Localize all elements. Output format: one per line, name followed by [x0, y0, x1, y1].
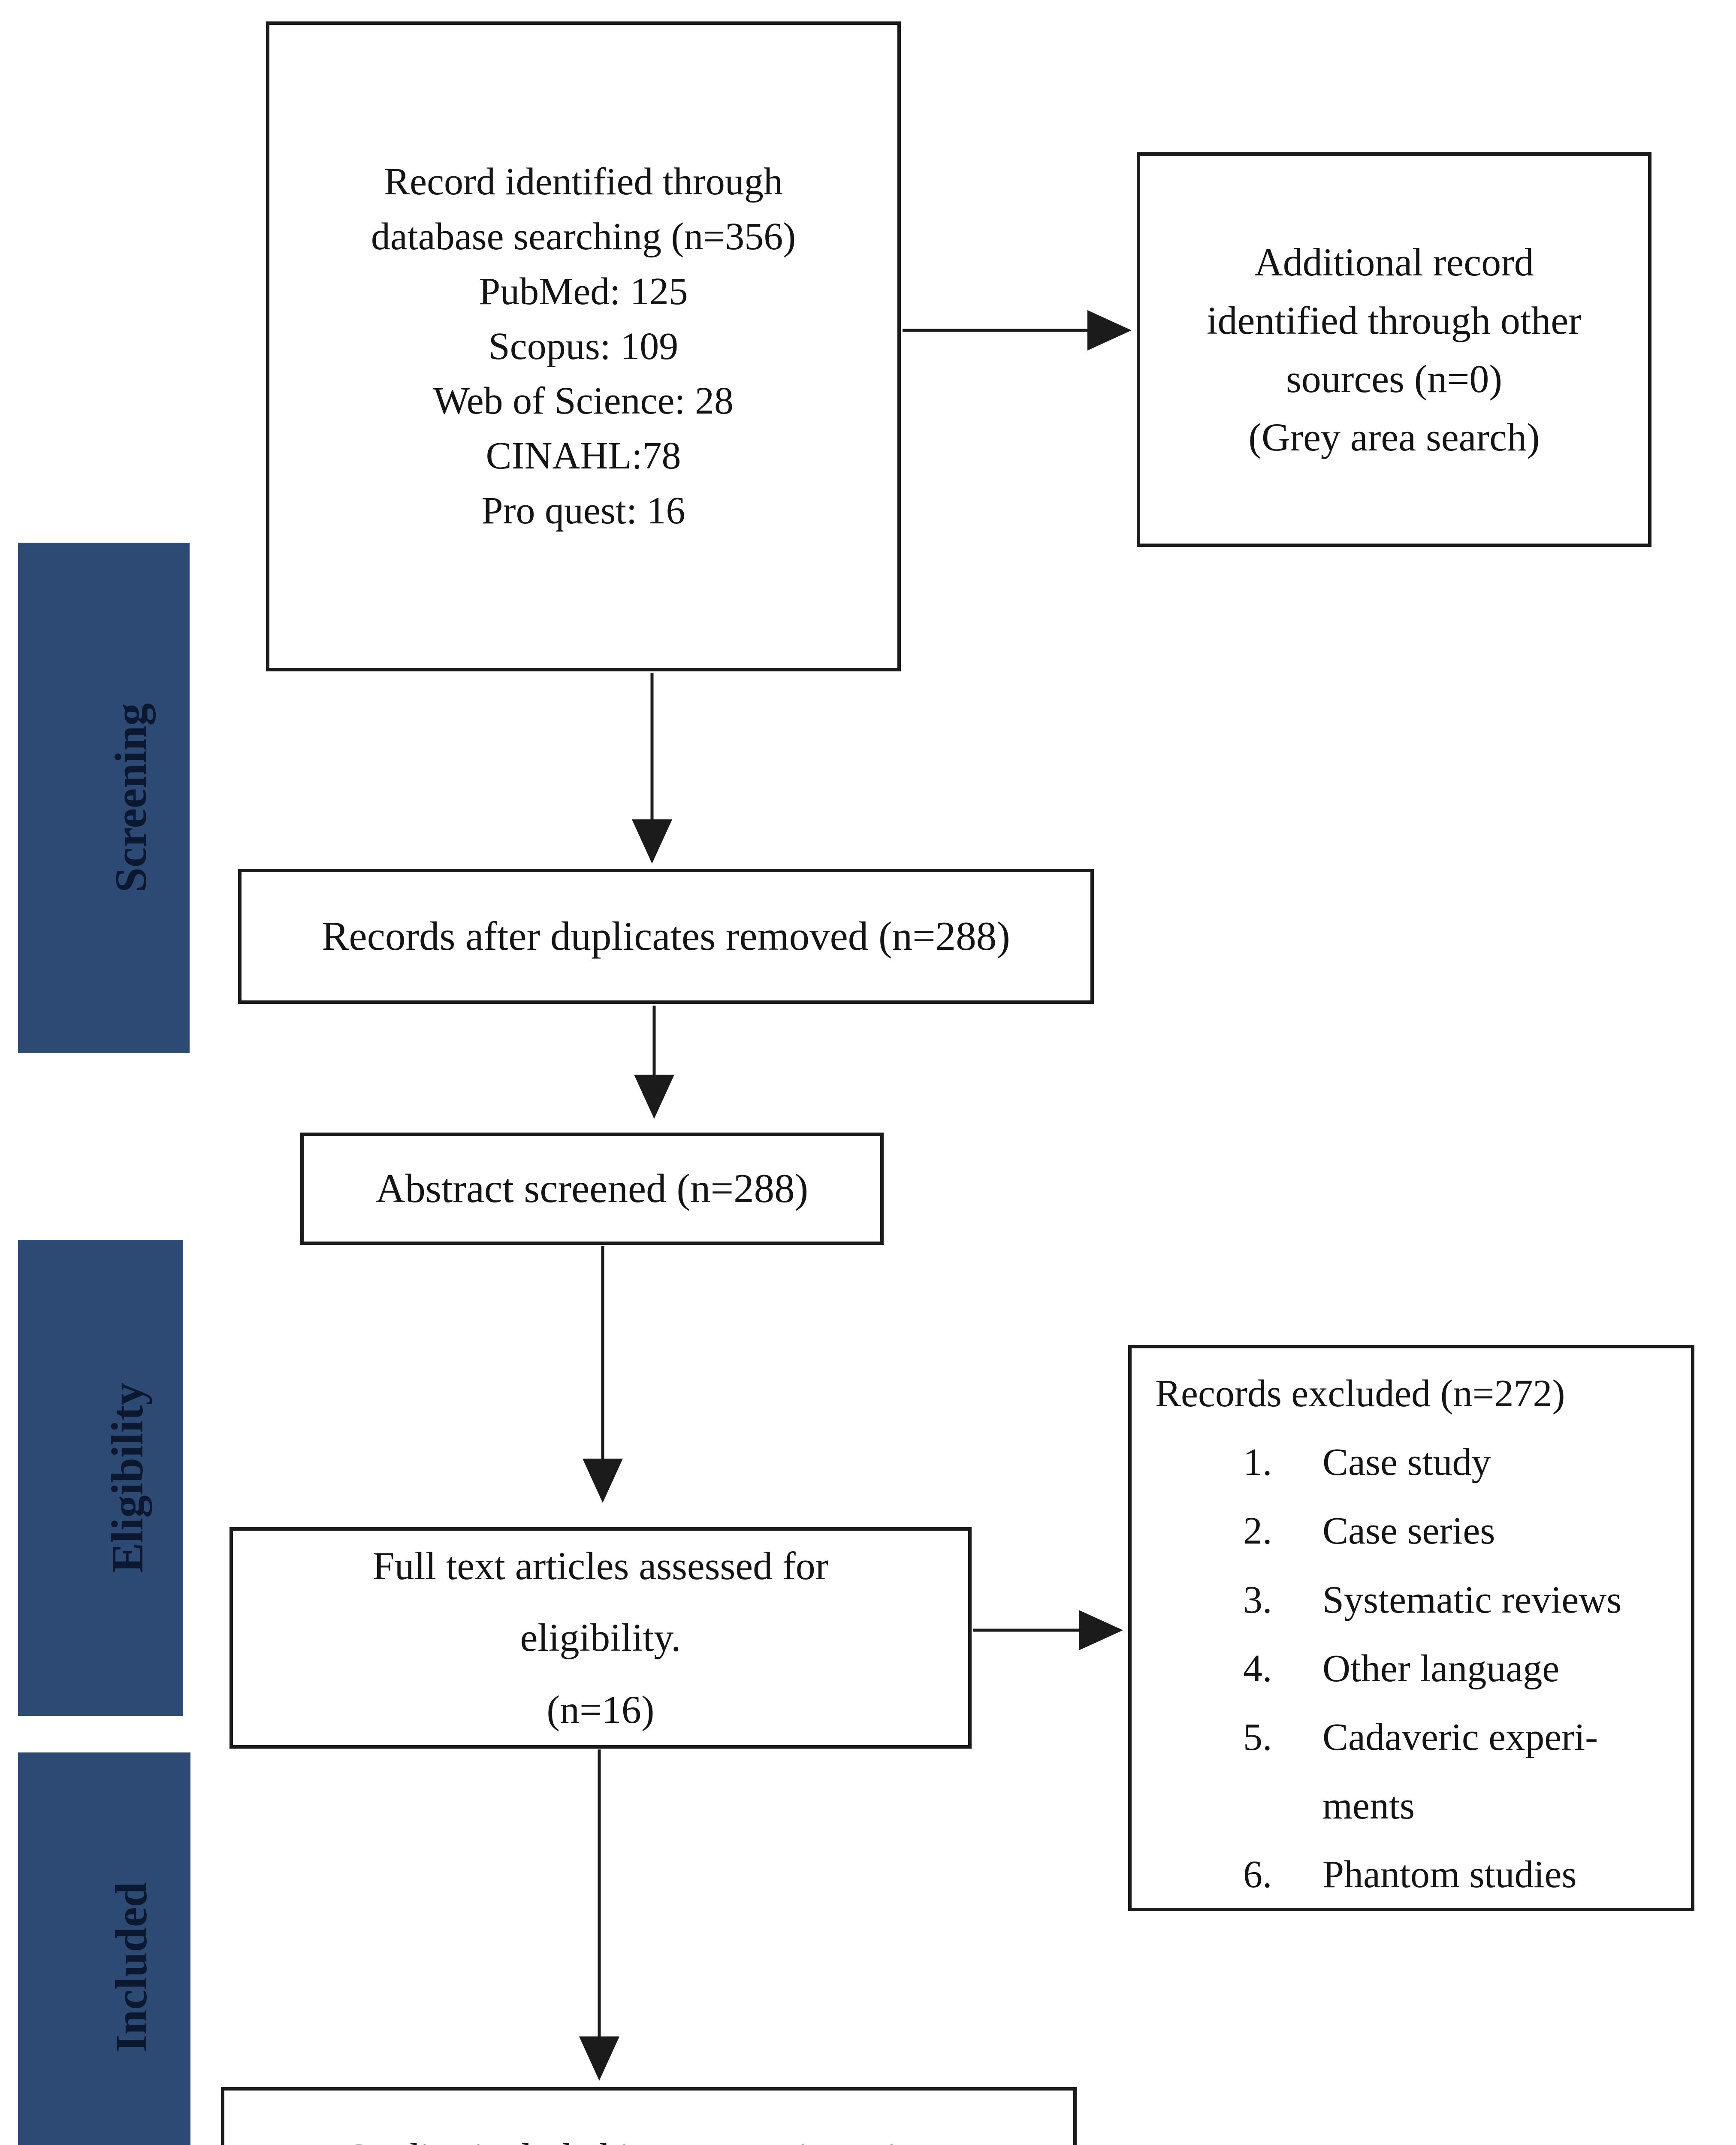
excluded-reason-item: 2. Case series [1243, 1510, 1495, 1553]
excluded-reason-item: 3. Systematic reviews [1243, 1578, 1622, 1621]
box-abstract-screened: Abstract screened (n=288) [300, 1133, 884, 1245]
arrow-fulltext-to-excluded [973, 1610, 1123, 1650]
excluded-reason-item: 6. Phantom studies [1243, 1853, 1577, 1896]
arrow-identification-to-additional [903, 310, 1132, 350]
box-abstract-screened-text: Abstract screened (n=288) [375, 1166, 809, 1211]
stage-panel-included: Included [18, 1752, 190, 2145]
excluded-reason-item: 4. Other language [1243, 1647, 1560, 1690]
stage-panel-screening: Screening [18, 543, 190, 1053]
arrow-fulltext-to-included [579, 1749, 619, 2081]
stage-label-included: Included [106, 1882, 156, 2052]
arrow-abstract-to-fulltext [583, 1246, 623, 1503]
excluded-reason-item: 1. Case study [1243, 1441, 1491, 1484]
records-excluded-list: 1. Case study 2. Case series 3. Systemat… [1155, 1428, 1667, 1909]
arrow-identification-to-duplicates [632, 673, 672, 864]
stage-label-screening: Screening [105, 703, 156, 893]
box-studies-included-text: Studies included in systematic review.(n… [224, 2122, 1073, 2145]
box-studies-included: Studies included in systematic review.(n… [221, 2087, 1077, 2145]
stage-label-eligibility: Eligibility [102, 1383, 152, 1573]
stage-panel-eligibility: Eligibility [18, 1240, 183, 1716]
records-excluded-title: Records excluded (n=272) [1155, 1372, 1565, 1415]
excluded-reason-item: 5. Cadaveric experi-ments [1243, 1716, 1598, 1828]
arrow-duplicates-to-abstract [634, 1006, 674, 1119]
box-duplicates-removed: Records after duplicates removed (n=288) [238, 869, 1094, 1004]
box-records-excluded: Records excluded (n=272) 1. Case study 2… [1128, 1345, 1694, 1911]
box-duplicates-removed-text: Records after duplicates removed (n=288) [322, 913, 1010, 959]
